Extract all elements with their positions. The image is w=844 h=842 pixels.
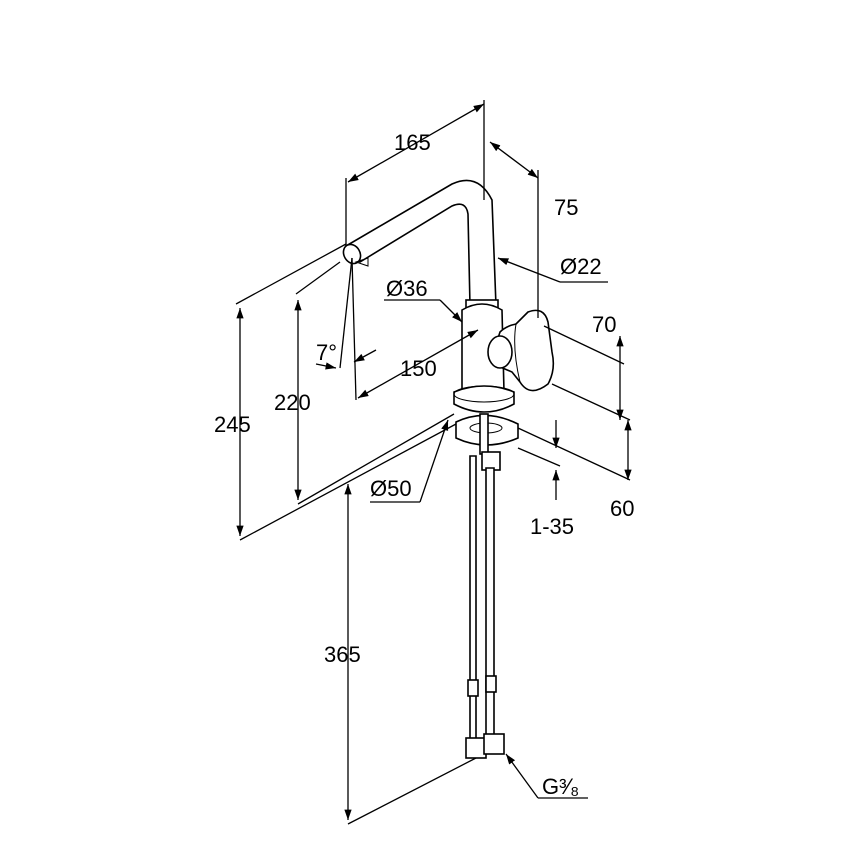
dimension-lines — [235, 100, 632, 825]
label-diameter-50: Ø50 — [370, 476, 412, 501]
label-75: 75 — [554, 195, 578, 220]
label-245: 245 — [214, 412, 251, 437]
hose-connector-right — [483, 733, 505, 755]
label-diameter-36: Ø36 — [386, 276, 428, 301]
aerator — [354, 257, 369, 267]
label-365: 365 — [324, 642, 361, 667]
flex-hose-right — [485, 467, 495, 743]
label-70: 70 — [592, 312, 616, 337]
mounting-stud — [479, 413, 489, 455]
label-165: 165 — [394, 130, 431, 155]
cartridge-cap — [487, 335, 513, 369]
hose-crimp-left — [467, 679, 479, 697]
dimension-labels: 165 75 Ø22 Ø36 70 7° 150 220 245 Ø50 1-3… — [214, 130, 634, 799]
lever-edge — [514, 323, 521, 383]
label-1-35: 1-35 — [530, 514, 574, 539]
hose-crimp-right — [485, 675, 497, 693]
label-220: 220 — [274, 390, 311, 415]
flex-hose-left — [469, 455, 477, 741]
label-60: 60 — [610, 496, 634, 521]
label-7-degrees: 7° — [316, 340, 337, 365]
base-flange — [453, 385, 515, 413]
hose-connector-left — [465, 737, 487, 759]
label-diameter-22: Ø22 — [560, 254, 602, 279]
label-thread-g38: G³⁄₈ — [542, 774, 579, 799]
label-150: 150 — [400, 356, 437, 381]
